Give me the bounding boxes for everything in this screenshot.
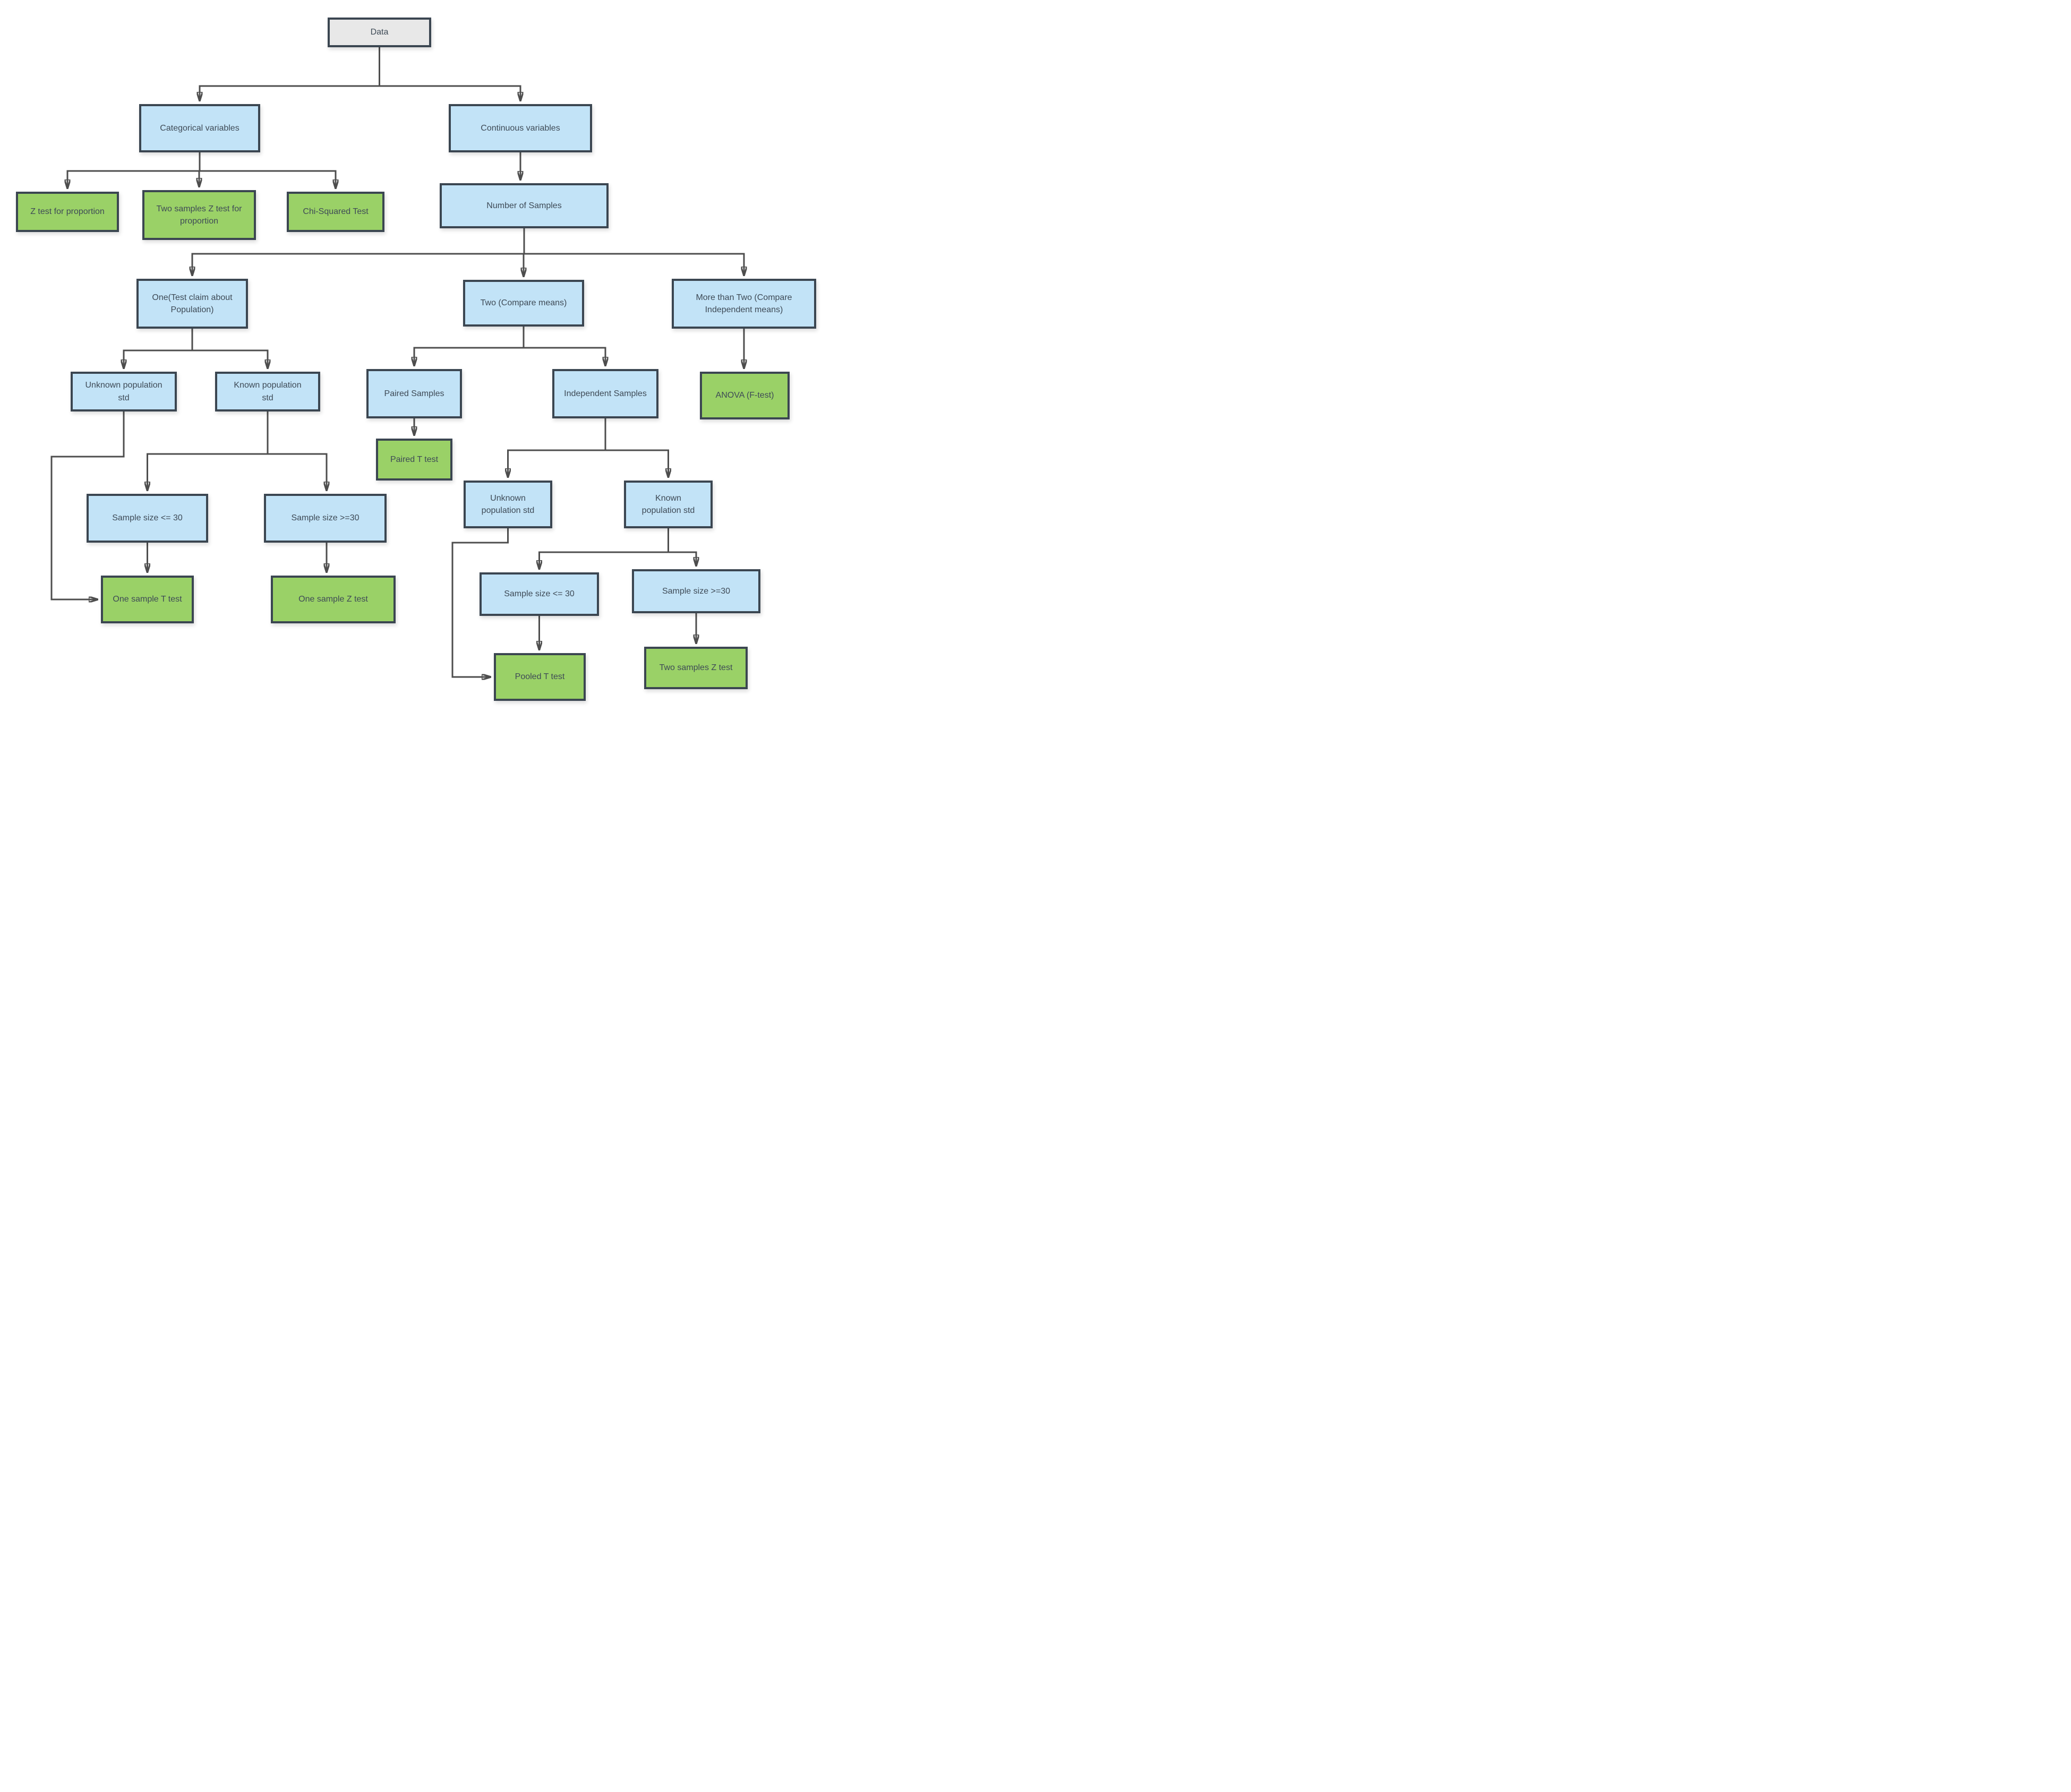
node-paired-samples: Paired Samples — [366, 369, 462, 418]
node-continuous-variables: Continuous variables — [449, 104, 592, 152]
node-sample-size-le30-left: Sample size <= 30 — [87, 494, 208, 543]
node-independent-samples: Independent Samples — [552, 369, 658, 418]
edge-twocompare-independent — [524, 347, 605, 366]
node-sample-size-le30-right: Sample size <= 30 — [480, 572, 599, 616]
node-known-population-std-left: Known population std — [215, 372, 320, 411]
edge-numsamples-one — [192, 253, 524, 276]
edge-independent-known — [605, 449, 669, 477]
node-two-samples-z-test-for-proportion: Two samples Z test for proportion — [142, 190, 256, 240]
node-pooled-t-test: Pooled T test — [494, 653, 586, 701]
edge-data-categorical — [199, 85, 380, 101]
edge-data-categorical2 — [200, 85, 380, 101]
node-one-sample-t-test: One sample T test — [101, 576, 194, 623]
node-sample-size-ge30-right: Sample size >=30 — [632, 569, 760, 613]
node-paired-t-test: Paired T test — [376, 439, 452, 481]
node-one-test-claim: One(Test claim about Population) — [136, 279, 248, 329]
node-z-test-for-proportion: Z test for proportion — [16, 192, 119, 232]
edge-oneclaim-known — [192, 349, 268, 368]
node-data: Data — [328, 18, 431, 47]
edge-knownleft-le30 — [148, 453, 268, 491]
edge-independent-unknown — [508, 449, 605, 477]
edge-categorical-zprop — [67, 170, 200, 188]
edge-knownright-le30 — [540, 551, 669, 569]
edge-knownright-ge30 — [668, 551, 697, 566]
flowchart-canvas: Data Categorical variables Continuous va… — [0, 0, 820, 715]
edge-data-continuous — [379, 85, 521, 101]
node-two-compare-means: Two (Compare means) — [463, 280, 584, 327]
edge-categorical-chisq — [200, 170, 336, 188]
node-anova-f-test: ANOVA (F-test) — [700, 372, 790, 419]
node-one-sample-z-test: One sample Z test — [271, 576, 396, 623]
node-chi-squared-test: Chi-Squared Test — [287, 192, 384, 232]
node-unknown-population-std-left: Unknown population std — [71, 372, 177, 411]
edge-oneclaim-unknown — [124, 349, 192, 368]
node-unknown-population-std-right: Unknown population std — [464, 481, 552, 528]
node-more-than-two: More than Two (Compare Independent means… — [672, 279, 816, 329]
edge-knownleft-ge30 — [268, 453, 327, 491]
node-two-samples-z-test: Two samples Z test — [644, 647, 748, 689]
node-sample-size-ge30-left: Sample size >=30 — [264, 494, 387, 543]
node-known-population-std-right: Known population std — [624, 481, 713, 528]
node-categorical-variables: Categorical variables — [139, 104, 260, 152]
edge-twocompare-paired — [414, 347, 524, 366]
edge-numsamples-more — [524, 253, 744, 276]
node-number-of-samples: Number of Samples — [440, 183, 609, 228]
